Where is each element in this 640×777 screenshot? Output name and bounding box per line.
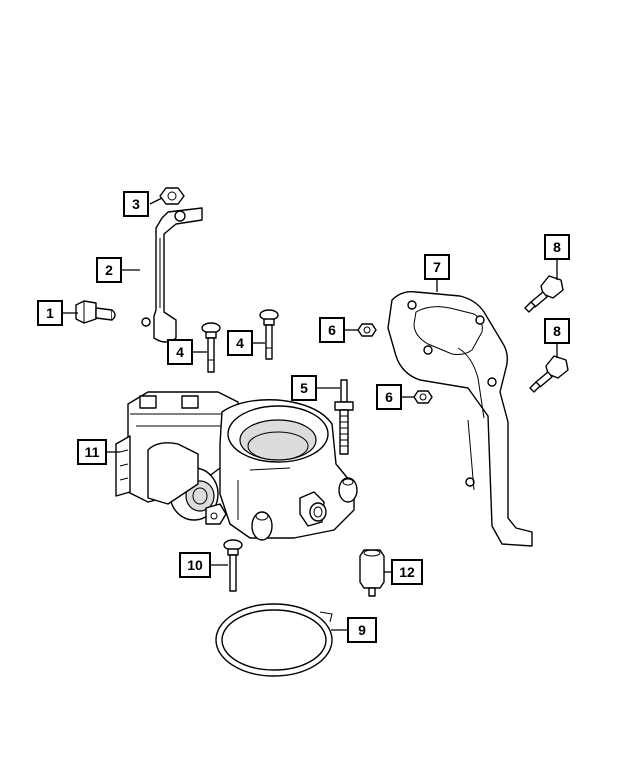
callout-2: 2 <box>96 257 122 283</box>
part-7-bracket <box>387 290 533 547</box>
callout-8-lower: 8 <box>544 318 570 344</box>
callout-label: 8 <box>553 323 561 339</box>
callout-6-upper: 6 <box>319 317 345 343</box>
callout-label: 7 <box>433 259 441 275</box>
callout-6-lower: 6 <box>376 384 402 410</box>
part-2-ground-strap <box>141 207 203 343</box>
callout-label: 6 <box>328 322 336 338</box>
part-6-nut-upper <box>357 323 377 337</box>
callout-label: 8 <box>553 239 561 255</box>
callout-label: 9 <box>358 622 366 638</box>
part-9-gasket <box>215 603 333 677</box>
part-8-bolt-upper <box>524 275 564 313</box>
callout-label: 3 <box>132 196 140 212</box>
part-10-bolt <box>223 539 243 592</box>
callout-11: 11 <box>77 439 107 465</box>
callout-5: 5 <box>291 375 317 401</box>
callout-label: 2 <box>105 262 113 278</box>
leader-lines <box>62 197 558 631</box>
callout-label: 4 <box>176 344 184 360</box>
callout-10: 10 <box>179 552 211 578</box>
callout-4-right: 4 <box>227 330 253 356</box>
part-3-nut <box>159 187 185 205</box>
callout-9: 9 <box>347 617 377 643</box>
part-12-spacer <box>359 549 385 597</box>
callout-4-left: 4 <box>167 339 193 365</box>
callout-8-upper: 8 <box>544 234 570 260</box>
callout-label: 6 <box>385 389 393 405</box>
part-8-bolt-lower <box>529 355 569 393</box>
callout-label: 10 <box>187 557 203 573</box>
part-4-bolt-left <box>201 322 221 373</box>
callout-label: 11 <box>85 444 100 460</box>
part-5-stud <box>334 379 354 455</box>
part-1-bolt <box>75 300 116 324</box>
part-11-throttle-body <box>115 391 358 541</box>
callout-label: 12 <box>399 564 415 580</box>
callout-3: 3 <box>123 191 149 217</box>
callout-label: 4 <box>236 335 244 351</box>
callout-7: 7 <box>424 254 450 280</box>
callout-1: 1 <box>37 300 63 326</box>
part-6-nut-lower <box>413 390 433 404</box>
callout-label: 1 <box>46 305 54 321</box>
part-4-bolt-right <box>259 309 279 360</box>
callout-label: 5 <box>300 380 308 396</box>
callout-12: 12 <box>391 559 423 585</box>
